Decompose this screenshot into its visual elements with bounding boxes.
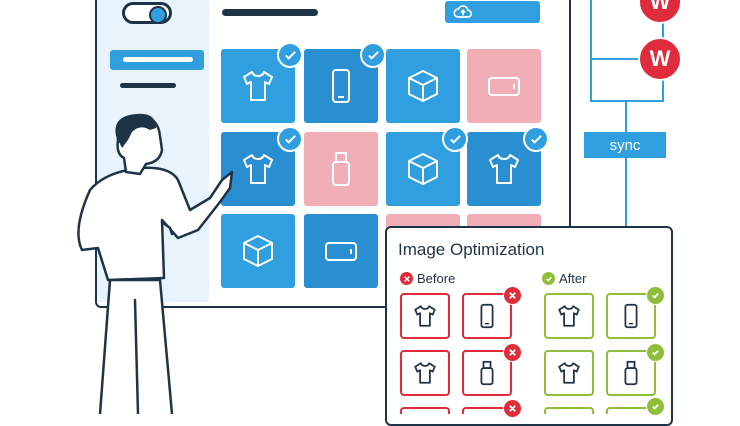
after-header: After: [542, 271, 586, 286]
before-label: Before: [417, 271, 456, 286]
phone-icon: [624, 303, 638, 329]
tshirt-icon: [414, 305, 436, 327]
after-label: After: [559, 271, 587, 286]
check-badge-icon: [360, 42, 386, 68]
tshirt-icon: [414, 362, 436, 384]
sidebar-text-placeholder: [120, 83, 176, 88]
tshirt-icon: [558, 362, 580, 384]
toggle-knob: [149, 6, 167, 24]
tshirt-icon: [489, 154, 519, 184]
product-tile[interactable]: [386, 49, 460, 123]
product-tile[interactable]: [304, 132, 378, 206]
network-divider: [590, 58, 662, 60]
w-badge: W: [638, 37, 682, 81]
check-badge-icon: [277, 42, 303, 68]
check-badge-icon: [523, 126, 549, 152]
x-badge-icon: [503, 343, 522, 362]
check-badge-icon: [277, 126, 303, 152]
tshirt-icon: [243, 154, 273, 184]
tablet-icon: [325, 242, 357, 261]
product-tile[interactable]: [467, 49, 541, 123]
check-circle-icon: [542, 272, 555, 285]
x-badge-icon: [503, 286, 522, 305]
before-tile: [400, 350, 450, 396]
person-illustration: [77, 113, 234, 414]
before-tile: [400, 293, 450, 339]
network-connector: [625, 158, 627, 226]
after-tile: [544, 293, 594, 339]
tshirt-icon: [558, 305, 580, 327]
check-badge-icon: [442, 126, 468, 152]
phone-icon: [332, 69, 350, 103]
usb-icon: [480, 360, 494, 386]
after-tile: [544, 350, 594, 396]
optimization-title: Image Optimization: [398, 240, 545, 259]
phone-icon: [480, 303, 494, 329]
product-tile[interactable]: [221, 214, 295, 288]
tshirt-icon: [243, 71, 273, 101]
box-icon: [243, 235, 273, 267]
usb-icon: [624, 360, 638, 386]
network-connector: [625, 100, 627, 132]
check-badge-icon: [646, 343, 665, 362]
cloud-upload-icon: [453, 5, 473, 18]
box-icon: [408, 153, 438, 185]
sidebar-button-text-placeholder: [123, 57, 193, 62]
toggle-switch[interactable]: [122, 2, 172, 24]
sync-label: sync: [609, 136, 641, 154]
check-badge-icon: [646, 286, 665, 305]
x-badge-icon: [503, 399, 522, 418]
upload-button[interactable]: [445, 1, 540, 23]
usb-icon: [332, 152, 350, 186]
product-tile[interactable]: [304, 214, 378, 288]
tablet-icon: [488, 77, 520, 96]
sync-button[interactable]: sync: [584, 132, 666, 158]
before-tile: [400, 407, 450, 414]
after-tile: [544, 407, 594, 414]
header-text-placeholder: [222, 9, 318, 16]
check-badge-icon: [646, 397, 665, 416]
x-circle-icon: [400, 272, 413, 285]
before-header: Before: [400, 271, 455, 286]
box-icon: [408, 70, 438, 102]
